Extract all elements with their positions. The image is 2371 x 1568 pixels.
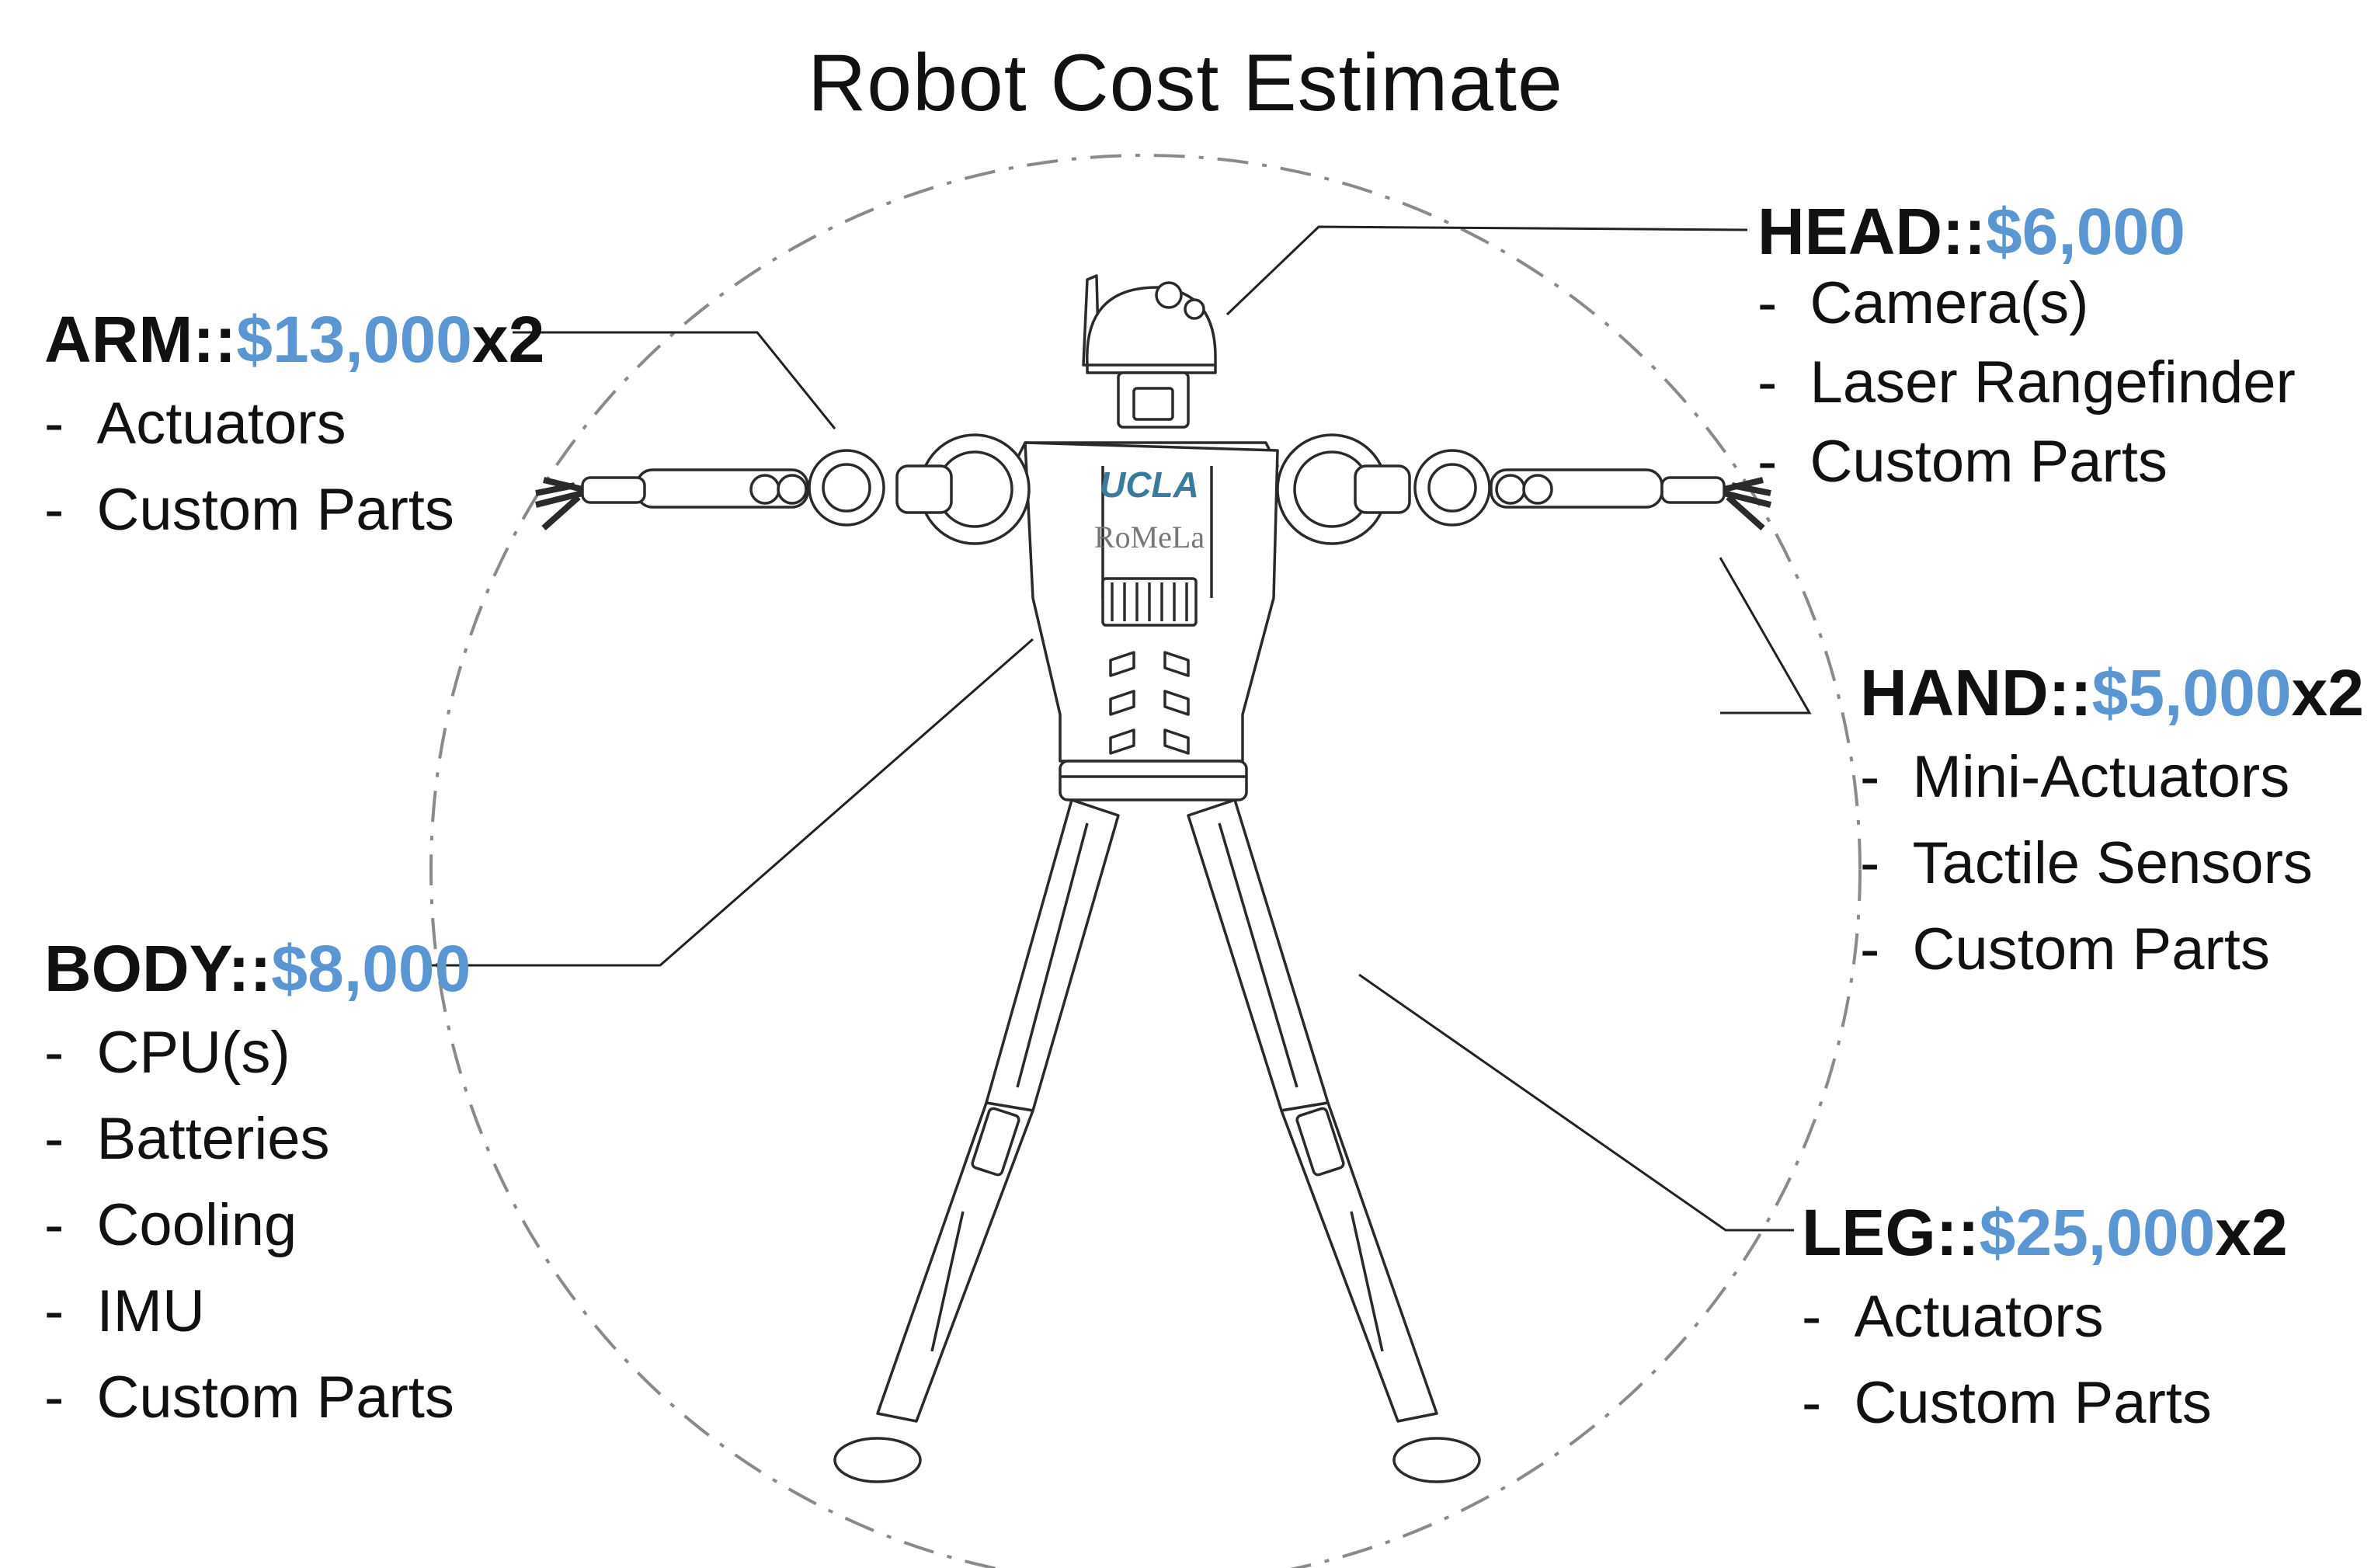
list-item: IMU — [44, 1268, 454, 1354]
arm-price: $13,000 — [236, 303, 472, 376]
left-hand — [535, 477, 583, 530]
arm-quantity: x2 — [471, 303, 545, 376]
list-item: Custom Parts — [44, 1354, 454, 1441]
list-item: Custom Parts — [1860, 906, 2313, 993]
hand-price: $5,000 — [2091, 656, 2292, 729]
head-parts-list: Camera(s) Laser Rangefinder Custom Parts — [1757, 264, 2296, 502]
robot-head — [1086, 286, 1217, 374]
arm-name: ARM — [44, 303, 193, 376]
list-item: CPU(s) — [44, 1010, 454, 1096]
list-item: Batteries — [44, 1096, 454, 1182]
ucla-logo: UCLA — [1100, 464, 1199, 505]
list-item: Actuators — [1802, 1274, 2212, 1360]
leg-quantity: x2 — [2215, 1196, 2288, 1269]
leg-name: LEG — [1802, 1196, 1936, 1269]
arm-parts-list: Actuators Custom Parts — [44, 381, 454, 553]
robot-figure — [535, 274, 1771, 1483]
leader-lines — [431, 225, 1812, 1232]
right-foot — [1392, 1437, 1481, 1483]
body-name: BODY — [44, 932, 228, 1005]
left-foot — [833, 1437, 922, 1483]
list-item: Actuators — [44, 381, 454, 467]
hand-quantity: x2 — [2291, 656, 2364, 729]
leg-leader-line — [1358, 973, 1794, 1232]
body-label: BODY::$8,000 — [44, 936, 471, 1001]
list-item: Custom Parts — [1802, 1360, 2212, 1446]
list-item: Cooling — [44, 1182, 454, 1268]
right-shin — [1280, 1101, 1438, 1423]
body-leader-line — [431, 638, 1034, 967]
head-leader-line — [1225, 225, 1748, 316]
left-shin — [876, 1101, 1034, 1423]
list-item: Custom Parts — [1757, 422, 2296, 502]
leg-price: $25,000 — [1979, 1196, 2216, 1269]
list-item: Mini-Actuators — [1860, 734, 2313, 820]
hand-parts-list: Mini-Actuators Tactile Sensors Custom Pa… — [1860, 734, 2313, 993]
arm-leader-line — [513, 331, 836, 429]
romela-logo: RoMeLa — [1094, 520, 1205, 555]
list-item: Custom Parts — [44, 467, 454, 553]
hand-name: HAND — [1860, 656, 2049, 729]
head-separator: :: — [1942, 195, 1986, 268]
body-parts-list: CPU(s) Batteries Cooling IMU Custom Part… — [44, 1010, 454, 1441]
hand-label: HAND::$5,000x2 — [1860, 660, 2364, 725]
right-hand — [1723, 477, 1771, 530]
hand-leader-line — [1719, 557, 1812, 714]
body-separator: :: — [228, 932, 272, 1005]
list-item: Camera(s) — [1757, 264, 2296, 343]
head-name: HEAD — [1757, 195, 1943, 268]
list-item: Tactile Sensors — [1860, 820, 2313, 906]
leg-separator: :: — [1935, 1196, 1980, 1269]
arm-label: ARM::$13,000x2 — [44, 307, 544, 372]
arm-separator: :: — [193, 303, 237, 376]
robot-pelvis — [1059, 760, 1248, 801]
leg-label: LEG::$25,000x2 — [1802, 1200, 2288, 1265]
leg-parts-list: Actuators Custom Parts — [1802, 1274, 2212, 1446]
head-price: $6,000 — [1985, 195, 2185, 268]
head-label: HEAD::$6,000 — [1757, 199, 2185, 264]
body-price: $8,000 — [271, 932, 471, 1005]
page-title: Robot Cost Estimate — [808, 38, 1563, 128]
list-item: Laser Rangefinder — [1757, 343, 2296, 422]
hand-separator: :: — [2048, 656, 2092, 729]
